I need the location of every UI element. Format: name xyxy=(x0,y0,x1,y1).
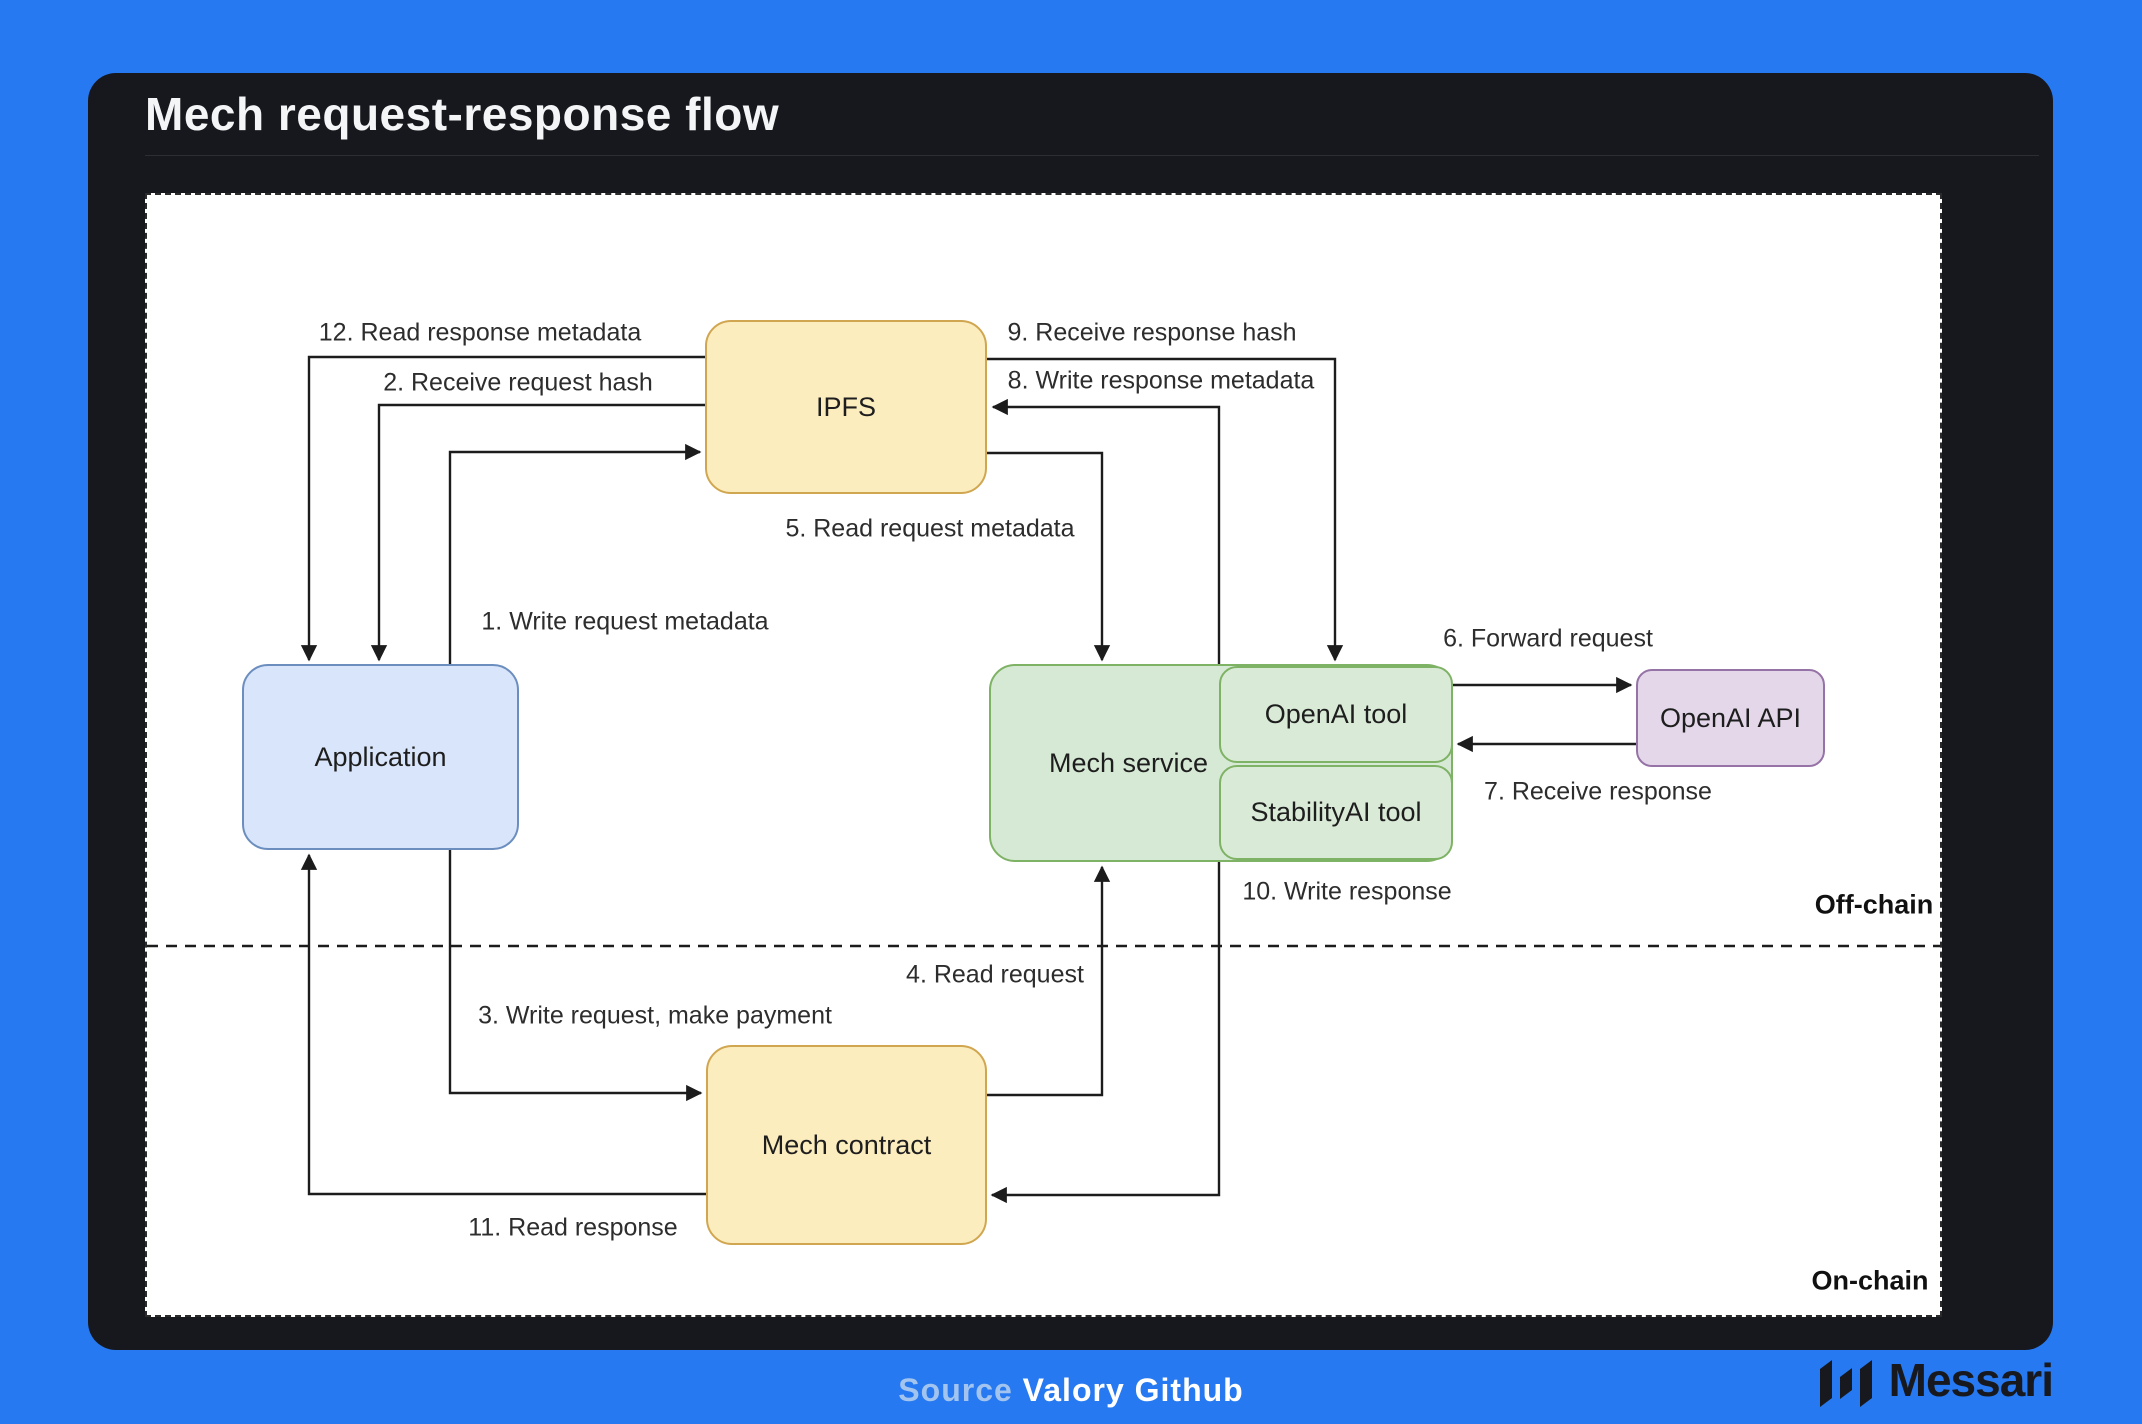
edge-label-1: 1. Write request metadata xyxy=(481,607,769,636)
edge-label-8: 8. Write response metadata xyxy=(1007,366,1315,395)
title-separator xyxy=(145,155,2039,156)
on-chain-label: On-chain xyxy=(1811,1265,1929,1296)
messari-brand-text: Messari xyxy=(1888,1354,2054,1406)
edge-label-7: 7. Receive response xyxy=(1484,777,1712,806)
source-label: Source xyxy=(898,1372,1013,1408)
edge-2-receive-request-hash xyxy=(370,403,705,662)
page-title: Mech request-response flow xyxy=(145,88,780,140)
node-stabilityai-tool-label: StabilityAI tool xyxy=(1250,797,1422,827)
edge-label-12: 12. Read response metadata xyxy=(318,318,642,347)
edge-label-11: 11. Read response xyxy=(468,1213,678,1242)
source-name: Valory Github xyxy=(1022,1372,1244,1408)
edge-label-3: 3. Write request, make payment xyxy=(478,1001,832,1030)
node-mech-service-label: Mech service xyxy=(1049,747,1209,778)
node-application-label: Application xyxy=(314,741,447,772)
node-openai-tool[interactable]: OpenAI tool xyxy=(1219,666,1453,763)
edge-5-read-request-metadata xyxy=(987,451,1111,662)
node-stabilityai-tool[interactable]: StabilityAI tool xyxy=(1219,765,1453,860)
edge-11-read-response xyxy=(300,853,706,1196)
connector-layer xyxy=(147,355,1940,1204)
edge-label-2: 2. Receive request hash xyxy=(383,368,653,397)
diagram-panel: IPFS Application Mech service OpenAI too… xyxy=(145,193,1942,1317)
edge-3-write-request-make-payment xyxy=(448,850,703,1102)
node-ipfs-label: IPFS xyxy=(815,391,876,422)
node-mech-contract[interactable]: Mech contract xyxy=(706,1045,987,1245)
edge-4-read-request xyxy=(987,865,1111,1097)
edge-10-write-response xyxy=(990,862,1221,1204)
node-openai-api[interactable]: OpenAI API xyxy=(1636,669,1825,767)
node-openai-tool-label: OpenAI tool xyxy=(1264,699,1408,729)
edge-label-10: 10. Write response xyxy=(1242,877,1452,906)
source-attribution: Source Valory Github xyxy=(0,1372,2142,1409)
edge-1-write-request-metadata xyxy=(448,443,702,664)
edge-label-4: 4. Read request xyxy=(906,960,1084,989)
edge-12-read-response-metadata xyxy=(300,355,705,662)
edge-label-9: 9. Receive response hash xyxy=(1007,318,1297,347)
node-ipfs[interactable]: IPFS xyxy=(705,320,987,494)
off-chain-label: Off-chain xyxy=(1814,889,1934,920)
messari-brand: Messari xyxy=(1817,1352,2054,1408)
node-openai-api-label: OpenAI API xyxy=(1659,702,1802,733)
edge-label-5: 5. Read request metadata xyxy=(785,514,1075,543)
edge-label-6: 6. Forward request xyxy=(1443,624,1653,653)
diagram-window: Mech request-response flow xyxy=(88,73,2053,1350)
edge-8-write-response-metadata xyxy=(991,398,1221,664)
node-mech-contract-label: Mech contract xyxy=(761,1129,932,1160)
node-application[interactable]: Application xyxy=(242,664,519,850)
edge-9-receive-response-hash xyxy=(987,357,1344,662)
messari-logo-icon xyxy=(1819,1360,1872,1407)
